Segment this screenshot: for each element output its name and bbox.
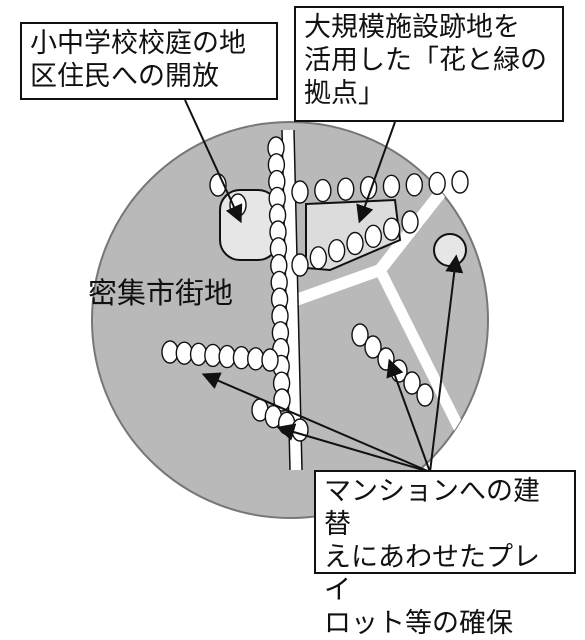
tree-icon (428, 171, 446, 196)
tree-icon (189, 342, 208, 366)
tree-icon (451, 170, 469, 194)
tree-icon (364, 224, 383, 249)
tree-icon (314, 178, 332, 203)
tree-icon (416, 383, 434, 407)
tree-icon (382, 217, 401, 241)
arrow-site (356, 121, 396, 224)
dense-district-label: 密集市街地 (88, 276, 234, 310)
arrow-playlot-2 (276, 423, 431, 473)
tree-icon (346, 231, 364, 256)
tree-icon (309, 246, 328, 270)
diagram-canvas (91, 99, 489, 519)
tree-icon (247, 347, 265, 371)
tree-icon (204, 343, 222, 368)
road-branch-south (375, 267, 475, 453)
tree-icon (232, 346, 251, 370)
tree-icon (291, 253, 309, 277)
tree-icon (291, 418, 309, 442)
callout-facility-site: 大規模施設跡地を 活用した「花と緑の 拠点」 (294, 6, 564, 122)
tree-icon (405, 173, 423, 197)
tree-icon (403, 371, 421, 395)
arrow-playlot-3 (386, 358, 431, 473)
callout-playlot: マンションへの建替 えにあわせたプレイ ロット等の確保 (314, 470, 576, 639)
tree-icon (327, 238, 346, 263)
playlot-circle (433, 233, 467, 267)
arrow-playlot-4 (429, 254, 464, 473)
tree-icon (337, 177, 355, 201)
tree-icon (291, 180, 309, 204)
arrow-playlot-1 (201, 372, 431, 473)
callout-school-yard: 小中学校校庭の地 区住民への開放 (20, 22, 278, 100)
tree-icon (382, 174, 401, 198)
tree-icon (218, 344, 236, 369)
tree-icon (364, 335, 382, 359)
arrow-school (184, 99, 243, 224)
tree-icon (351, 323, 369, 347)
tree-icon (175, 341, 193, 365)
tree-icon (401, 210, 419, 234)
arrows (184, 99, 464, 473)
tree-icon (161, 340, 179, 364)
tree-icon (261, 348, 279, 372)
